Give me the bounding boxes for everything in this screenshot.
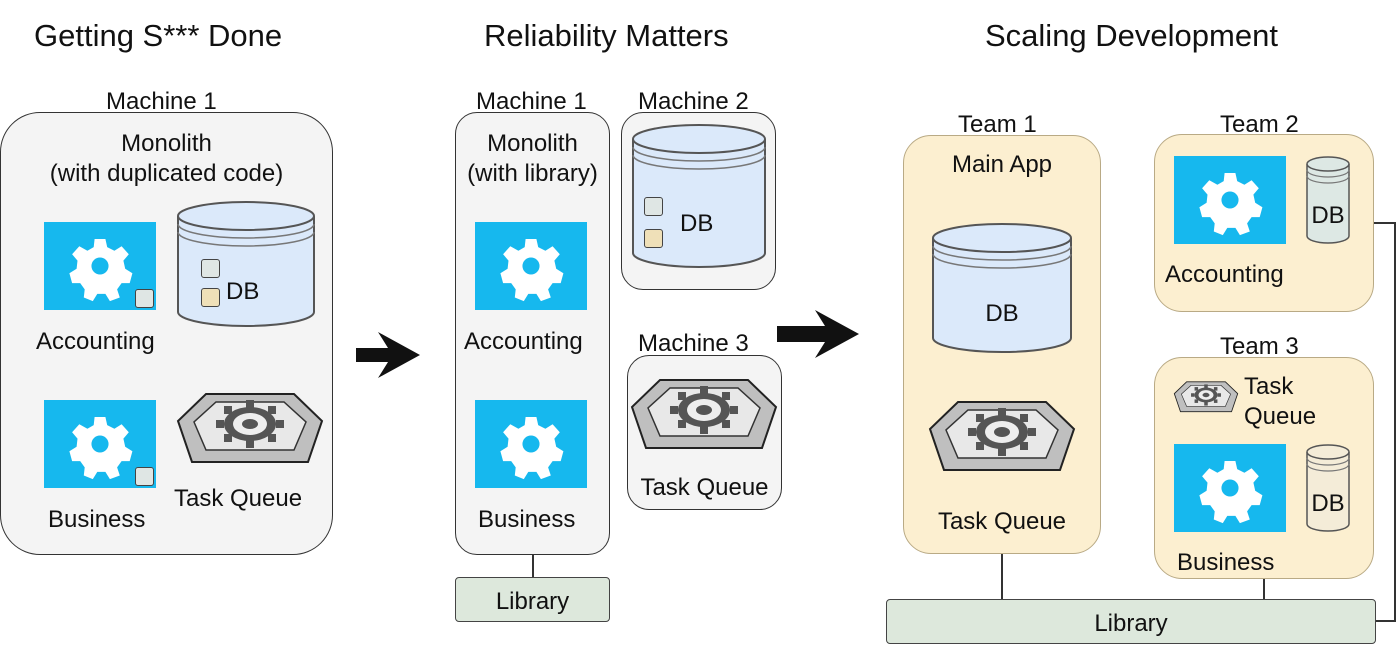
library-connector <box>1001 554 1003 599</box>
accounting-label-team2: Accounting <box>1165 261 1284 288</box>
team2-label: Team 2 <box>1220 111 1299 138</box>
library-connector <box>1263 579 1265 599</box>
library-connector <box>1374 222 1396 224</box>
database-icon <box>632 124 766 268</box>
database-icon <box>1306 444 1350 532</box>
machine1-label-middle: Machine 1 <box>476 88 587 115</box>
library-box-right <box>886 599 1376 644</box>
accounting-label-middle: Accounting <box>464 328 583 355</box>
section-title-left: Getting S*** Done <box>34 18 283 53</box>
library-connector <box>1394 222 1396 622</box>
queue-label-team3: Queue <box>1244 403 1317 430</box>
right-arrow-icon <box>777 310 859 358</box>
code-chip-icon <box>644 229 663 248</box>
db-label-left: DB <box>226 278 260 305</box>
task-queue-icon <box>929 401 1075 471</box>
code-chip-icon <box>644 197 663 216</box>
database-icon <box>1306 156 1350 244</box>
team3-label: Team 3 <box>1220 333 1299 360</box>
monolith-sub-label-middle: (with library) <box>467 160 598 187</box>
task-queue-label-middle: Task Queue <box>640 474 769 501</box>
task-queue-label-left: Task Queue <box>174 485 303 512</box>
library-label-middle: Library <box>495 588 570 615</box>
library-box-middle <box>455 577 610 622</box>
business-label-team3: Business <box>1177 549 1275 576</box>
machine3-label: Machine 3 <box>638 330 749 357</box>
accounting-service-middle <box>475 222 587 310</box>
gear-icon <box>500 239 564 302</box>
monolith-sub-label-left: (with duplicated code) <box>49 160 284 187</box>
task-queue-icon <box>631 379 777 449</box>
code-chip-icon <box>135 289 154 308</box>
library-connector <box>532 555 534 577</box>
business-label-left: Business <box>48 506 146 533</box>
task-queue-label-main: Task Queue <box>937 508 1067 535</box>
right-arrow-icon <box>356 332 420 378</box>
db-label-team2: DB <box>1311 202 1345 229</box>
db-label-main: DB <box>985 300 1019 327</box>
team1-box <box>903 135 1101 554</box>
accounting-label-left: Accounting <box>36 328 155 355</box>
gear-icon <box>500 417 564 480</box>
gear-icon <box>1199 173 1263 236</box>
main-app-label: Main App <box>951 151 1053 178</box>
db-label-team3: DB <box>1311 490 1345 517</box>
business-service-team3 <box>1174 444 1286 532</box>
task-label-team3: Task <box>1244 373 1294 400</box>
business-service-middle <box>475 400 587 488</box>
section-title-middle: Reliability Matters <box>484 18 729 53</box>
section-title-right: Scaling Development <box>985 18 1278 53</box>
task-queue-icon <box>177 393 323 463</box>
gear-icon <box>1199 461 1263 524</box>
library-label-right: Library <box>1094 610 1168 637</box>
library-connector <box>1374 620 1396 622</box>
database-icon <box>932 223 1072 353</box>
database-icon <box>177 201 315 327</box>
code-chip-icon <box>201 288 220 307</box>
machine1-label-left: Machine 1 <box>106 88 217 115</box>
team1-label: Team 1 <box>958 111 1037 138</box>
business-label-middle: Business <box>478 506 576 533</box>
code-chip-icon <box>201 259 220 278</box>
accounting-service-team2 <box>1174 156 1286 244</box>
code-chip-icon <box>135 467 154 486</box>
db-label-middle: DB <box>680 210 714 237</box>
task-queue-icon <box>1173 381 1239 413</box>
monolith-label-middle: Monolith <box>487 130 578 157</box>
monolith-label-left: Monolith <box>121 130 212 157</box>
machine2-label: Machine 2 <box>638 88 749 115</box>
